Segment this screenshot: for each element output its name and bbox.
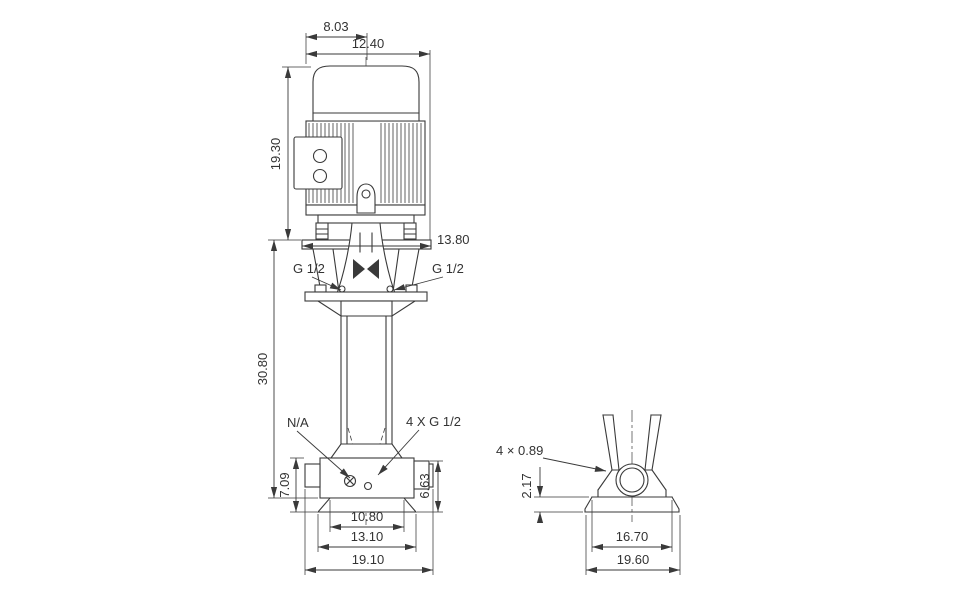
dim-pump-height: 30.80 [255,353,270,386]
fill-plug [363,481,373,491]
base-port-right-flange [428,463,434,488]
leader-port-right [393,276,444,291]
motor-flange-lower [317,214,415,224]
dim-port-height: 6.63 [417,473,432,498]
side-head-transition [597,469,667,498]
dim-motor-height: 19.30 [268,138,283,171]
head-nut-left [314,284,327,293]
front-view [293,57,434,525]
drain-plug-cross [345,476,355,486]
head-port-boss-right [386,285,394,293]
side-base [584,496,680,513]
dim-flange-height: 2.17 [519,473,534,498]
mounting-studs [315,222,417,240]
side-port-flange-outer [615,463,649,497]
dim-motor-top-width: 8.03 [323,19,348,34]
pump-head-plate [304,291,428,302]
dim-side-base-outer: 19.60 [617,552,650,567]
stud-left-threads [315,228,329,235]
dim-base-outer-width: 19.10 [352,552,385,567]
side-view [584,410,680,522]
label-port-left: G 1/2 [293,261,325,276]
lifting-lug-hole [361,189,371,199]
head-port-boss-left [338,285,346,293]
side-port-flange-inner [619,467,645,493]
leader-port-left [311,276,342,291]
leader-bolt-holes [542,457,607,472]
dim-base-inner-width: 10.80 [351,509,384,524]
leader-na [296,430,351,479]
label-base-ports: 4 X G 1/2 [406,414,461,429]
label-bolt-holes: 4 × 0.89 [496,443,543,458]
base-port-left [304,463,321,488]
terminal-box [293,136,343,190]
chamber-stack-sleeve-lines [340,315,393,445]
leader-base-ports [377,429,420,476]
front-view-dimensions [268,33,444,575]
dim-base-height: 7.09 [277,472,292,497]
dim-motor-width: 12.40 [352,36,385,51]
motor-top-cap [312,65,420,122]
terminal-box-gland-top [312,148,328,164]
side-view-dimensions [534,457,681,575]
coupling-logo-butterfly-icon [353,259,379,279]
dim-side-base-inner: 16.70 [616,529,649,544]
label-port-right: G 1/2 [432,261,464,276]
chamber-stack [340,300,393,459]
base-plinth [316,497,418,513]
dimension-texts: 8.03 12.40 19.30 13.80 G 1/2 G 1/2 30.80… [255,19,649,567]
stud-left [315,222,329,240]
coupling-guard [335,222,397,297]
base-flare [329,443,404,459]
side-extension-lines [534,496,681,575]
dim-coupling-width: 13.80 [437,232,470,247]
terminal-box-gland-bottom [312,168,328,184]
stud-right [403,222,417,240]
label-na: N/A [287,415,309,430]
stud-right-threads [403,228,417,235]
dim-base-middle-width: 13.10 [351,529,384,544]
